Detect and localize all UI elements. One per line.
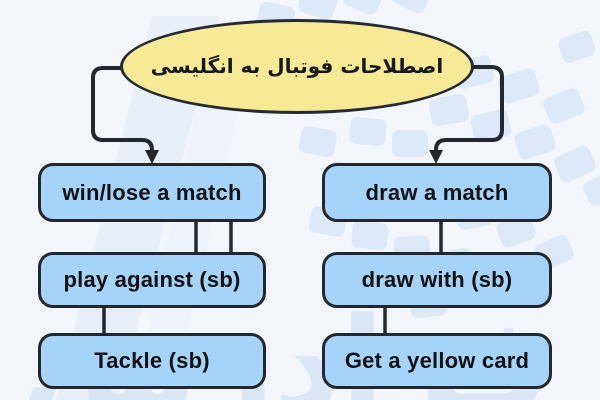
- term-box-play-against: play against (sb): [38, 252, 266, 308]
- flow-arrow-right: [434, 65, 504, 152]
- term-label: Tackle (sb): [94, 348, 210, 373]
- term-label: play against (sb): [63, 267, 241, 292]
- term-label: draw with (sb): [361, 267, 513, 292]
- term-box-win-lose-a-match: win/lose a match: [38, 163, 266, 222]
- term-box-draw-a-match: draw a match: [322, 163, 552, 222]
- term-label: win/lose a match: [62, 179, 242, 205]
- term-box-get-a-yellow-card: Get a yellow card: [322, 333, 552, 389]
- arrowhead-down-icon: [145, 150, 159, 164]
- central-topic-label: اصطلاحات فوتبال به انگلیسی: [150, 53, 444, 78]
- term-box-draw-with: draw with (sb): [322, 252, 552, 308]
- arrowhead-down-icon: [429, 150, 443, 164]
- term-label: draw a match: [365, 179, 509, 205]
- central-topic-ellipse: اصطلاحات فوتبال به انگلیسی: [120, 19, 474, 114]
- term-box-tackle: Tackle (sb): [38, 333, 266, 389]
- term-label: Get a yellow card: [344, 348, 530, 373]
- flow-arrow-left: [91, 66, 154, 152]
